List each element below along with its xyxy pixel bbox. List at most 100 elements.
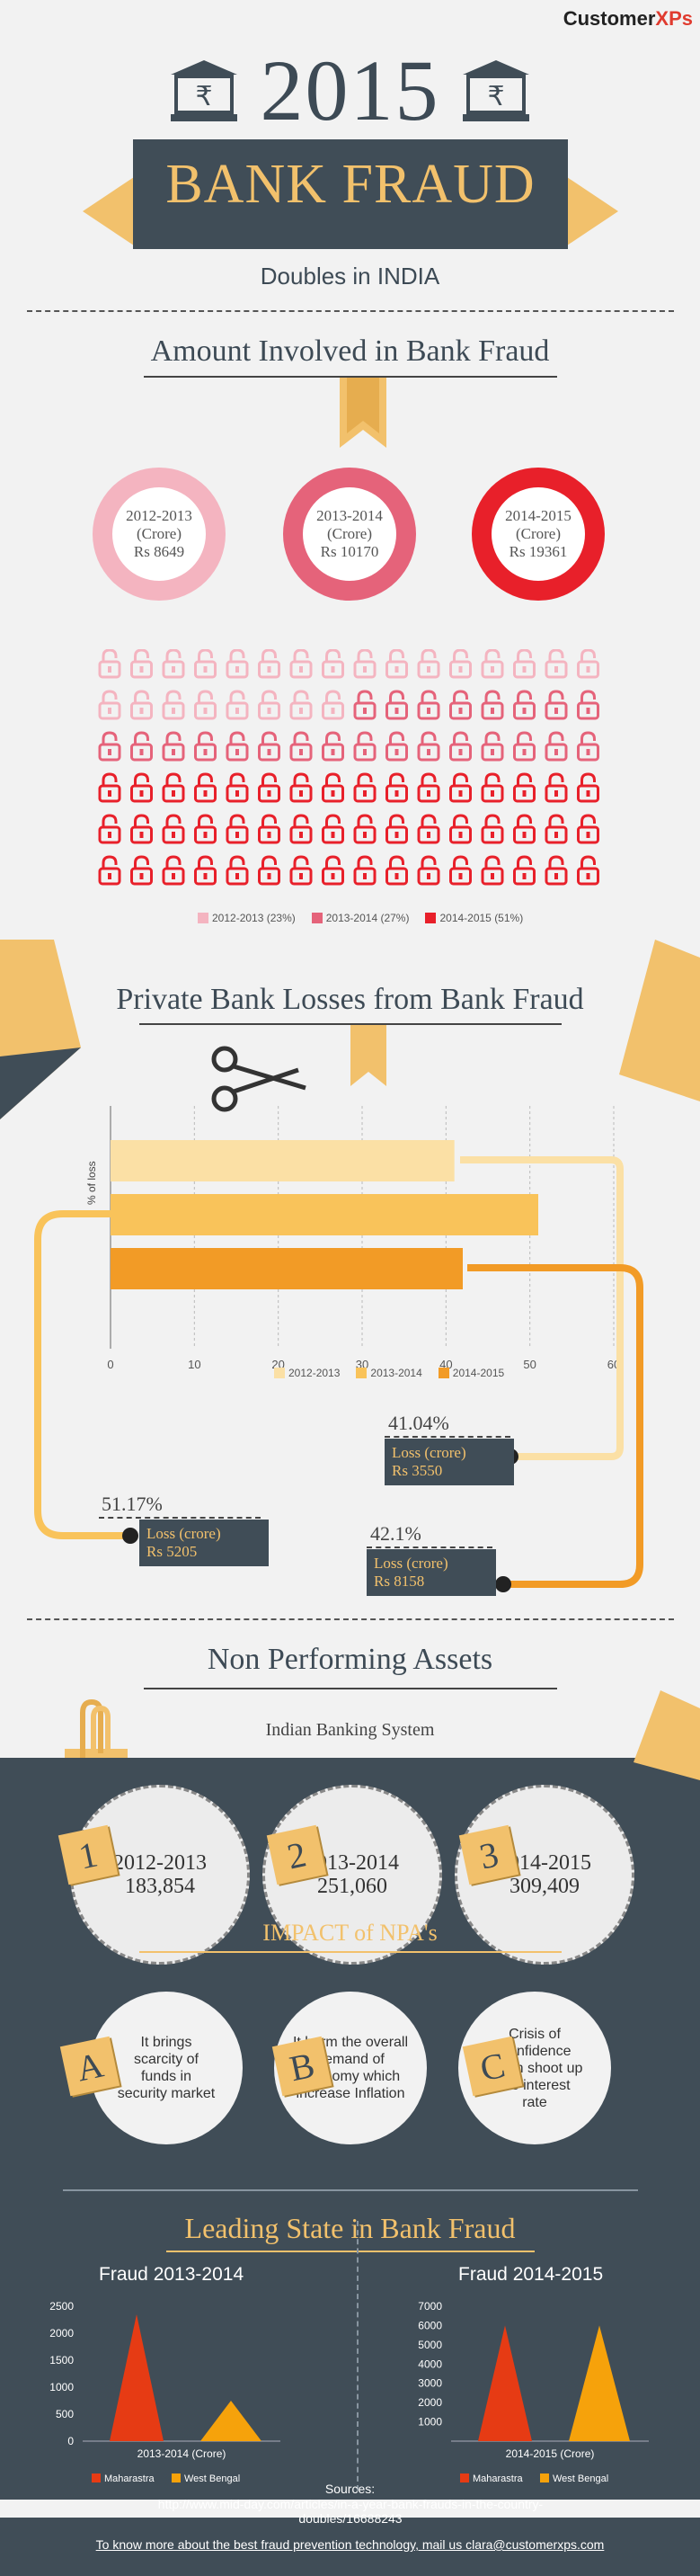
divider — [63, 2189, 638, 2191]
padlock-icon — [226, 731, 249, 762]
impact-underline — [139, 1951, 562, 1953]
padlock-icon — [258, 648, 280, 679]
coin-amount: Rs 8649 — [133, 543, 185, 560]
chart-separator — [357, 2221, 360, 2491]
x-tick-label: 10 — [188, 1358, 200, 1371]
legend-label: 2014-2015 (51%) — [439, 912, 524, 925]
banner-title: BANK FRAUD — [165, 154, 536, 215]
callout-box: Loss (crore)Rs 3550 — [385, 1439, 514, 1485]
y-tick-label: 3000 — [418, 2377, 442, 2390]
padlock-icon — [162, 690, 185, 720]
padlock-icon — [353, 648, 377, 679]
y-tick-label: 2500 — [49, 2300, 74, 2313]
sources-label: Sources: — [324, 2482, 376, 2496]
padlock-icon — [353, 731, 377, 762]
legend-swatch — [460, 2473, 469, 2482]
padlock-icon — [130, 772, 153, 803]
callout-rule — [367, 1546, 492, 1548]
padlock-icon — [289, 772, 313, 803]
padlock-icon — [449, 772, 472, 803]
legend-swatch — [438, 1368, 449, 1379]
padlock-icon — [577, 648, 599, 679]
y-tick-label: 4000 — [418, 2358, 442, 2370]
cta-text[interactable]: To know more about the best fraud preven… — [95, 2537, 605, 2552]
padlock-icon — [417, 731, 440, 762]
padlock-icon — [98, 772, 121, 803]
legend-label: West Bengal — [553, 2473, 608, 2484]
padlock-icon — [162, 772, 185, 803]
npa-year: 2012-2013 — [113, 1851, 207, 1875]
mark-maharastra — [478, 2325, 532, 2441]
callout-loss-value: Rs 8158 — [374, 1573, 425, 1590]
x-tick-label: 40 — [439, 1358, 452, 1371]
padlock-icon — [353, 690, 377, 720]
source-link[interactable]: http://www.mid-day.com/articles/in-a-yea… — [157, 2497, 544, 2526]
coin-unit: (Crore) — [136, 525, 182, 542]
npa-section-title: Non Performing Assets — [207, 1643, 493, 1676]
legend-label: West Bengal — [184, 2473, 240, 2484]
padlock-icon — [194, 731, 217, 762]
x-axis-label: 2013-2014 (Crore) — [137, 2447, 226, 2460]
padlock-icon — [130, 731, 153, 762]
padlock-icon — [577, 814, 599, 844]
legend-swatch — [274, 1368, 285, 1379]
padlock-icon — [513, 648, 536, 679]
padlock-icon — [481, 814, 504, 844]
padlock-icon — [449, 690, 472, 720]
coin-unit: (Crore) — [515, 525, 562, 542]
y-tick-label: 2000 — [49, 2327, 74, 2340]
ribbon-left — [83, 175, 137, 247]
padlock-icon — [513, 772, 536, 803]
y-tick-label: 6000 — [418, 2319, 442, 2331]
padlock-icon — [98, 731, 121, 762]
chart-title-2013: Fraud 2013-2014 — [99, 2264, 244, 2285]
padlock-icon — [353, 855, 377, 886]
legend-label: 2012-2013 — [288, 1367, 341, 1380]
title-underline — [144, 1688, 557, 1689]
x-tick-label: 50 — [523, 1358, 536, 1371]
legend-swatch — [356, 1368, 368, 1379]
padlock-icon — [545, 731, 568, 762]
private-section-title: Private Bank Losses from Bank Fraud — [116, 983, 584, 1016]
number-tile: 1 — [58, 1824, 119, 1885]
private-legend: 2012-2013 2013-2014 2014-2015 — [274, 1365, 517, 1381]
padlock-icon — [385, 648, 408, 679]
padlock-icon — [322, 855, 344, 886]
padlock-icon — [322, 731, 344, 762]
padlock-icon — [513, 731, 536, 762]
padlock-icon — [98, 690, 121, 720]
padlock-icon — [449, 648, 472, 679]
legend-swatch — [311, 913, 323, 924]
y-tick-label: 1000 — [418, 2416, 442, 2429]
padlock-icon — [513, 855, 536, 886]
npa-value: 309,409 — [509, 1875, 580, 1898]
padlock-icon — [258, 731, 280, 762]
padlock-icon — [194, 690, 217, 720]
amount-section-title: Amount Involved in Bank Fraud — [150, 334, 550, 368]
callout-loss-value: Rs 5205 — [146, 1543, 198, 1560]
y-tick-label: 7000 — [418, 2300, 442, 2313]
y-tick-label: 1000 — [49, 2381, 74, 2393]
callout-rule — [385, 1436, 510, 1438]
y-tick-label: 5000 — [418, 2339, 442, 2351]
padlock-icon — [513, 690, 536, 720]
padlock-icon — [289, 648, 313, 679]
padlock-icon — [577, 690, 599, 720]
padlock-icon — [545, 772, 568, 803]
padlock-icon — [353, 772, 377, 803]
number-tile: 2 — [266, 1824, 327, 1885]
title-underline — [144, 376, 557, 378]
ribbon-right — [564, 175, 618, 247]
legend-swatch — [425, 913, 437, 924]
callout-box: Loss (crore)Rs 5205 — [139, 1520, 269, 1566]
padlock-icon — [417, 855, 440, 886]
scissors-icon — [211, 1046, 306, 1112]
padlock-icon — [513, 814, 536, 844]
number-tile: 3 — [458, 1824, 519, 1885]
padlock-icon — [545, 648, 568, 679]
legend-swatch — [198, 913, 208, 924]
mark-west-bengal — [200, 2401, 261, 2441]
padlock-icon — [162, 855, 185, 886]
